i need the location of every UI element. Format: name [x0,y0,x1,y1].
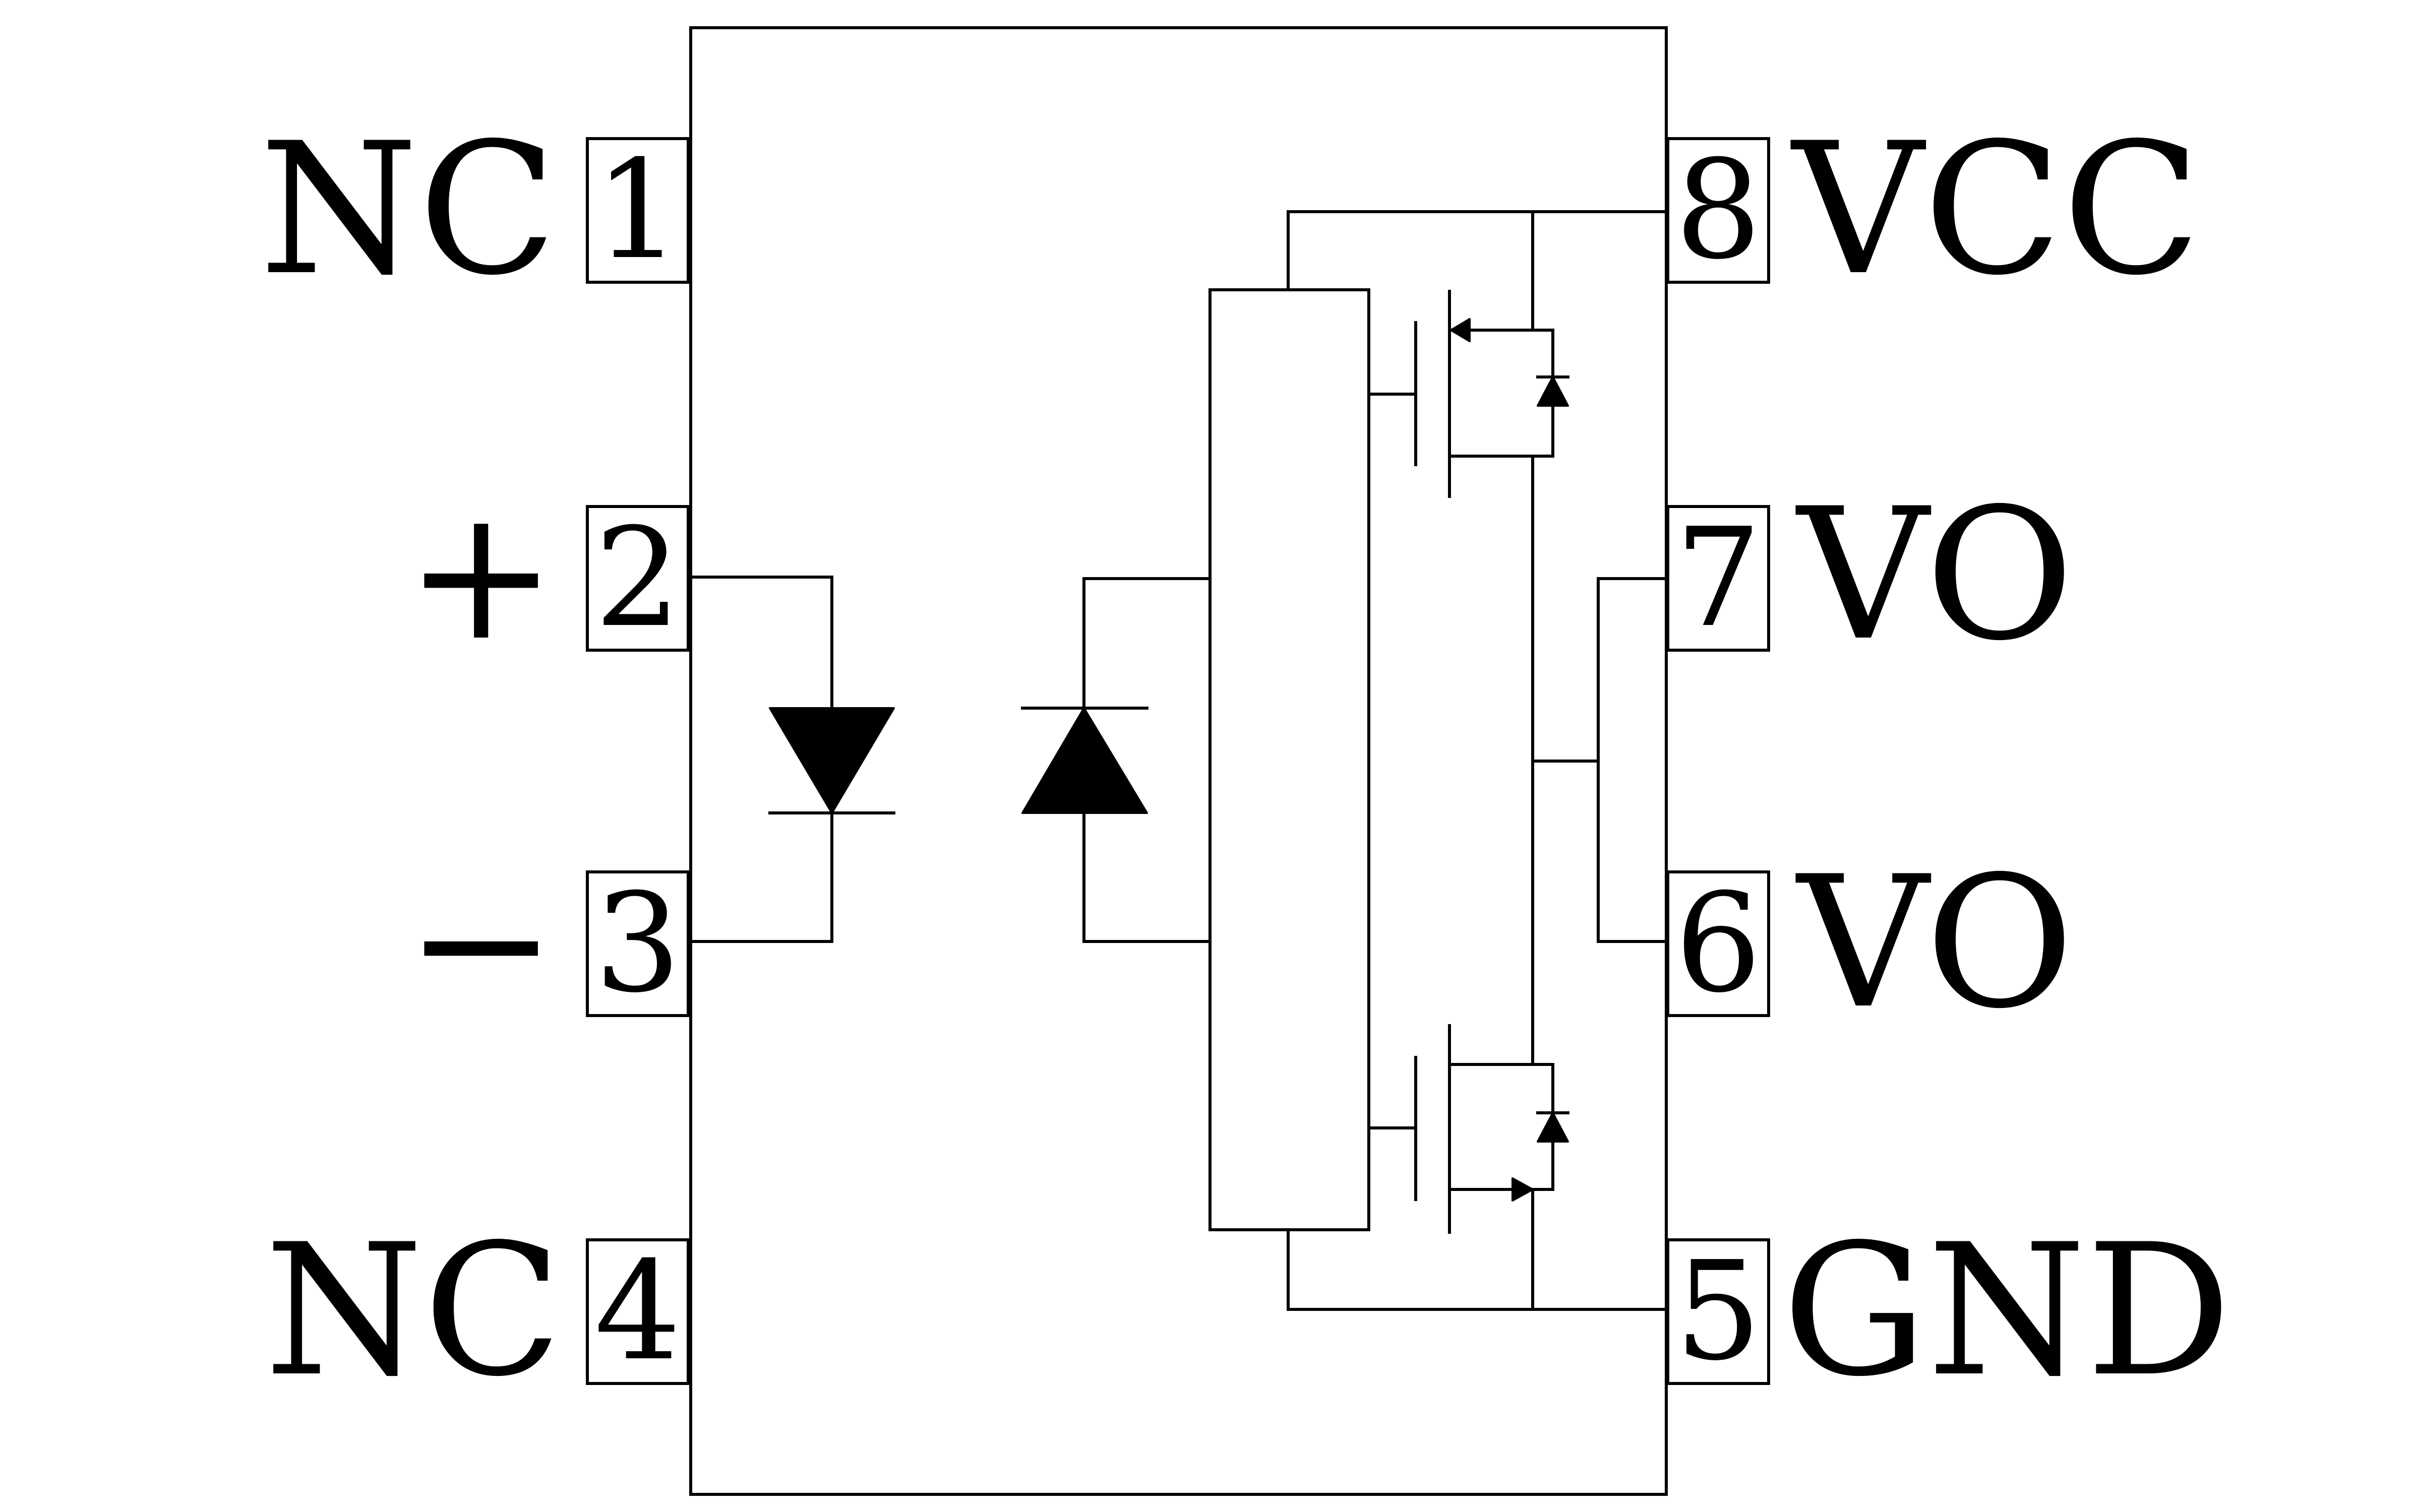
pin-6-name: VO [1794,837,2074,1048]
pin-6-box [1666,870,1770,1017]
pin-1-name: NC [260,104,557,315]
pin-2-number: 2 [594,498,681,657]
pin-5-box [1666,1238,1770,1385]
driver-ic-block [1208,288,1370,1231]
pin-2-name: + [405,469,557,680]
pin-7-number: 7 [1675,498,1762,657]
vcc-rail [1287,210,1669,332]
pin-1-box [586,137,690,284]
pin-8-number: 8 [1675,131,1762,289]
output-node [1531,455,1669,1066]
pin-3-box [586,870,690,1017]
pin-7-name: VO [1794,469,2074,680]
led-emitter [689,576,895,943]
pin-4-number: 4 [594,1232,681,1391]
gnd-rail [1287,1188,1669,1311]
pin-3-number: 3 [594,864,681,1023]
pin-5-number: 5 [1675,1232,1762,1391]
nmos-transistor [1367,1024,1569,1234]
pin-7-box [1666,505,1770,652]
pin-5-name: GND [1782,1205,2231,1416]
pin-6-number: 6 [1675,864,1762,1023]
pin-4-name: NC [265,1205,562,1416]
pin-1-number: 1 [594,131,681,289]
photodiode-detector [1021,577,1212,943]
pin-2-box [586,505,690,652]
pin-4-box [586,1238,690,1385]
pmos-transistor [1367,290,1569,498]
pin-3-name: − [405,837,557,1048]
pin-8-name: VCC [1789,104,2201,315]
